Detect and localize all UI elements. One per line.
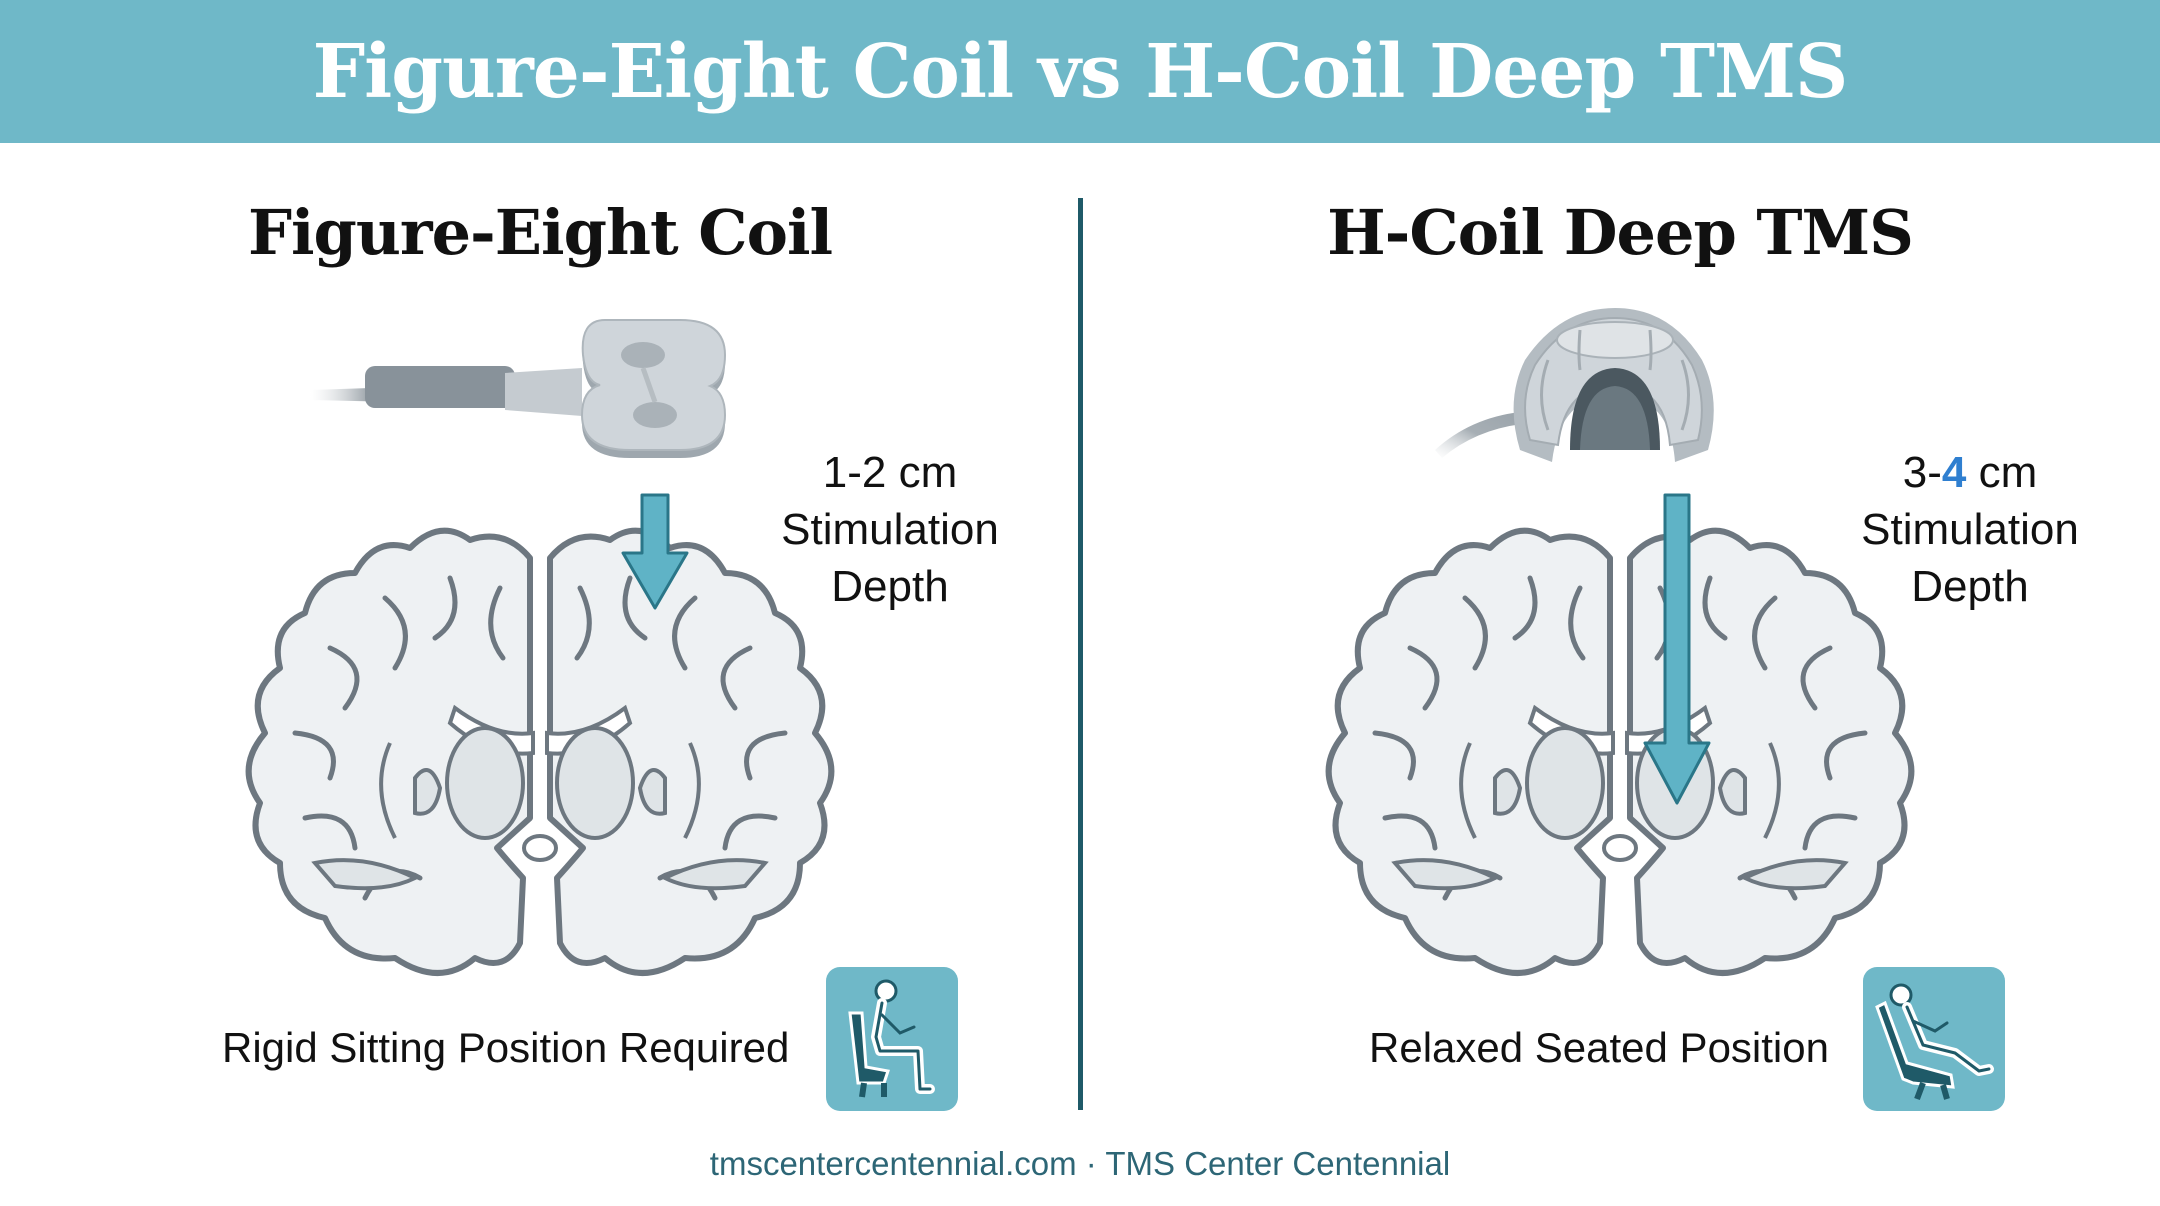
left-panel-title: Figure-Eight Coil bbox=[247, 196, 833, 269]
left-brain-icon bbox=[245, 527, 835, 976]
right-depth-arrow-icon bbox=[1643, 493, 1711, 805]
right-depth-suffix: cm bbox=[1966, 448, 2038, 497]
page-title: Figure-Eight Coil vs H-Coil Deep TMS bbox=[312, 28, 1849, 115]
reclining-chair-icon bbox=[1863, 967, 2005, 1111]
left-depth-line2: Stimulation bbox=[781, 505, 999, 554]
upright-chair-icon bbox=[826, 967, 958, 1111]
right-depth-line2: Stimulation bbox=[1861, 505, 2079, 554]
right-depth-prefix: 3- bbox=[1902, 448, 1942, 497]
left-position-label: Rigid Sitting Position Required bbox=[222, 1024, 790, 1071]
right-position-label: Relaxed Seated Position bbox=[1369, 1024, 1829, 1071]
left-depth-line3: Depth bbox=[831, 562, 949, 611]
left-depth-label: 1-2 cm Stimulation Depth bbox=[745, 444, 1035, 615]
right-depth-label: 3-4 cm Stimulation Depth bbox=[1825, 444, 2115, 615]
figure-eight-coil-icon bbox=[310, 319, 727, 458]
left-depth-arrow-icon bbox=[621, 493, 689, 610]
right-depth-highlight: 4 bbox=[1941, 448, 1967, 497]
right-depth-line3: Depth bbox=[1911, 562, 2029, 611]
left-depth-value: 1-2 cm bbox=[822, 448, 958, 497]
right-brain-icon bbox=[1325, 527, 1915, 976]
h-coil-helmet-icon bbox=[1435, 308, 1714, 462]
right-depth-value: 3-4 cm bbox=[1825, 444, 2115, 501]
right-panel-title: H-Coil Deep TMS bbox=[1327, 196, 1914, 269]
panel-divider bbox=[1078, 198, 1083, 1110]
footer-attribution: tmscentercentennial.com · TMS Center Cen… bbox=[709, 1145, 1451, 1182]
header-banner: Figure-Eight Coil vs H-Coil Deep TMS bbox=[0, 0, 2160, 143]
